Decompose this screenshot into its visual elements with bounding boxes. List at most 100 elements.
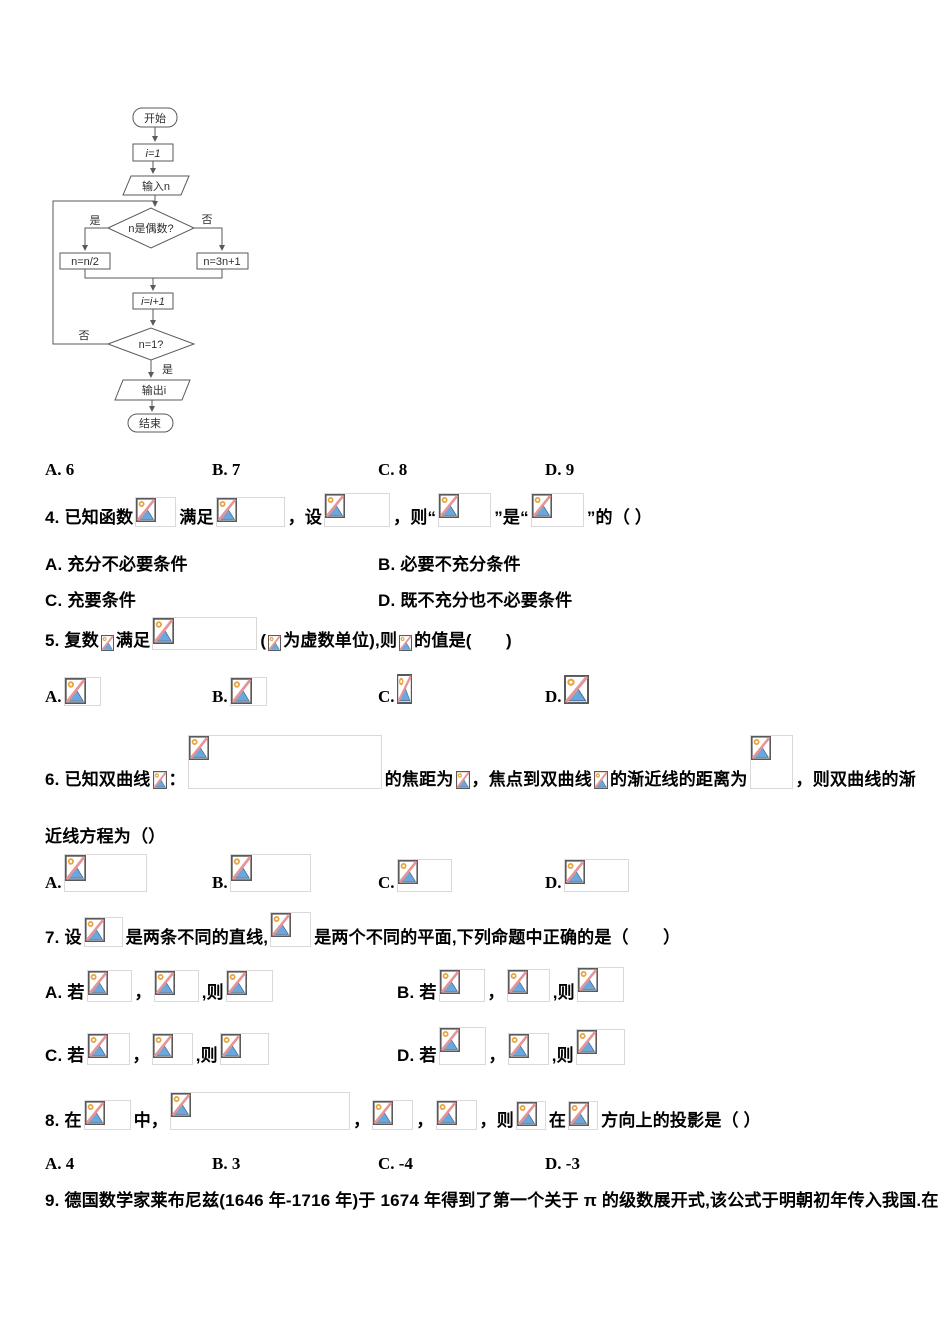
flowchart-yes2-label: 是	[162, 363, 173, 376]
broken-image-icon	[217, 498, 237, 522]
q8-text: 8. 在	[45, 1111, 82, 1130]
flowchart-increment-label: i=i+1	[141, 296, 165, 308]
formula-image-placeholder	[438, 969, 485, 1002]
flowchart-output-label: 输出i	[142, 383, 166, 397]
broken-image-icon	[136, 498, 156, 522]
q5-text: 为虚数单位),则	[283, 631, 398, 650]
broken-image-icon	[578, 968, 598, 992]
broken-image-icon	[85, 1101, 105, 1125]
formula-image-placeholder	[151, 1033, 193, 1065]
q5-option-b: B.	[212, 677, 270, 708]
q4-text: ”的（ ）	[586, 508, 653, 527]
q7-option-c: C. 若 ， ,则	[45, 1033, 272, 1068]
broken-image-icon	[569, 1102, 589, 1126]
formula-image-placeholder	[63, 854, 147, 892]
question-5-stem: 5. 复数 满足 ( 为虚数单位),则 的值是( )	[45, 617, 512, 653]
formula-image-placeholder	[456, 771, 470, 789]
broken-image-icon	[268, 635, 281, 651]
formula-image-placeholder	[438, 493, 492, 527]
broken-image-icon	[440, 1028, 460, 1052]
formula-image-placeholder	[215, 497, 285, 527]
q6-text: 6. 已知双曲线	[45, 770, 151, 789]
broken-image-icon	[373, 1101, 393, 1125]
flowchart-decision1-label: n是偶数?	[128, 222, 173, 235]
flowchart-odd-label: n=3n+1	[203, 256, 240, 268]
q6-option-label: C.	[378, 873, 395, 892]
q5-text: 5. 复数	[45, 631, 99, 650]
q6-text: ：	[168, 770, 186, 789]
broken-image-icon	[271, 913, 291, 937]
broken-image-icon	[85, 918, 105, 942]
q7-option-a: A. 若 ， ,则	[45, 970, 276, 1005]
q5-options-row: A. B. C. D.	[0, 674, 950, 708]
q7-option-text: ,则	[201, 983, 224, 1002]
q7-option-text: ，	[487, 983, 505, 1002]
broken-image-icon	[565, 860, 585, 884]
q5-text: 满足	[115, 631, 151, 650]
q3-option-b: B. 7	[212, 460, 241, 479]
broken-image-icon	[508, 970, 528, 994]
formula-image-placeholder	[438, 1027, 486, 1065]
broken-image-icon	[65, 678, 86, 704]
q6-option-d: D.	[545, 859, 632, 894]
formula-image-placeholder	[101, 635, 114, 651]
q7-option-text: ，	[134, 983, 152, 1002]
formula-image-placeholder	[594, 771, 608, 789]
q4-option-a: A. 充分不必要条件	[45, 555, 188, 574]
q6-text: ，则双曲线的渐	[795, 770, 916, 789]
q7-option-text: A. 若	[45, 983, 85, 1002]
q8-text: ，则	[479, 1111, 514, 1130]
q3-option-c: C. 8	[378, 460, 408, 479]
formula-image-placeholder	[268, 635, 281, 651]
q4-option-b: B. 必要不充分条件	[378, 555, 521, 574]
q7-option-b: B. 若 ， ,则	[397, 967, 627, 1005]
q7-option-text: ,则	[551, 1046, 574, 1065]
formula-image-placeholder	[86, 970, 132, 1002]
broken-image-icon	[564, 675, 589, 704]
formula-image-placeholder	[564, 675, 589, 704]
broken-image-icon	[153, 618, 174, 644]
formula-image-placeholder	[83, 917, 123, 947]
broken-image-icon	[509, 1034, 529, 1058]
formula-image-placeholder	[135, 497, 177, 527]
q4-option-d: D. 既不充分也不必要条件	[378, 591, 573, 610]
broken-image-icon	[155, 971, 175, 995]
q5-option-label: B.	[212, 687, 228, 706]
q7-option-text: ，	[488, 1046, 506, 1065]
formula-image-placeholder	[396, 859, 452, 892]
question-8-stem: 8. 在 中， ， ， ，则 在 方向上的投影是（ ）	[45, 1092, 761, 1133]
q7-option-text: ，	[132, 1046, 150, 1065]
broken-image-icon	[439, 494, 459, 518]
broken-image-icon	[532, 494, 552, 518]
broken-image-icon	[65, 855, 86, 881]
broken-image-icon	[231, 855, 252, 881]
q5-text: 的值是( )	[414, 631, 512, 650]
q5-option-label: C.	[378, 687, 395, 706]
q6-text: ，焦点到双曲线	[471, 770, 592, 789]
q4-text: ，则“	[393, 508, 437, 527]
q7-option-d: D. 若 ， ,则	[397, 1027, 628, 1068]
q5-option-d: D.	[545, 675, 591, 708]
formula-image-placeholder	[170, 1092, 351, 1130]
flowchart-init-label: i=1	[146, 148, 161, 160]
formula-image-placeholder	[270, 912, 312, 947]
flowchart-decision2-label: n=1?	[139, 339, 164, 351]
broken-image-icon	[171, 1093, 191, 1117]
flowchart-even-label: n=n/2	[71, 256, 99, 268]
broken-image-icon	[88, 971, 108, 995]
q8-text: 中，	[133, 1111, 169, 1130]
formula-image-placeholder	[63, 677, 101, 706]
broken-image-icon	[397, 674, 412, 704]
broken-image-icon	[221, 1034, 241, 1058]
formula-image-placeholder	[219, 1033, 269, 1065]
flowchart-yes1-label: 是	[90, 214, 101, 227]
broken-image-icon	[594, 771, 608, 789]
broken-image-icon	[325, 494, 345, 518]
broken-image-icon	[437, 1101, 457, 1125]
formula-image-placeholder	[229, 854, 311, 892]
flowchart-node-decision-one	[106, 327, 196, 361]
broken-image-icon	[189, 736, 209, 760]
q8-text: 方向上的投影是（ ）	[601, 1111, 761, 1130]
flowchart-node-end	[127, 413, 174, 433]
